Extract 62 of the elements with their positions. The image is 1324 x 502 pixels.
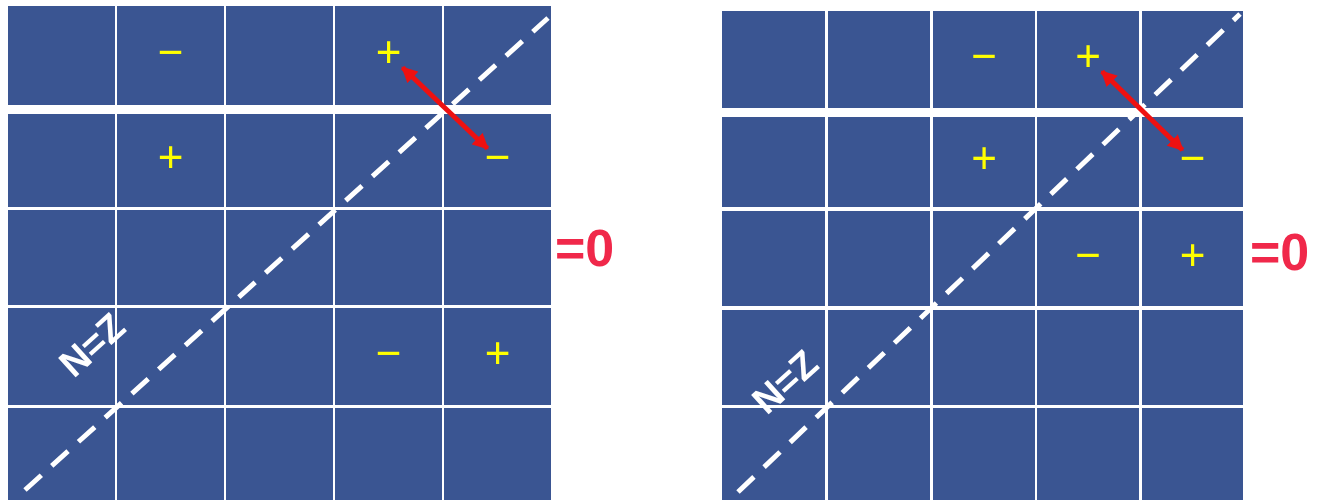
equals-zero-label: =0 — [1250, 226, 1310, 278]
grid-cell — [444, 408, 551, 500]
grid-cell — [8, 210, 115, 305]
grid-cell — [117, 210, 224, 305]
equals-zero-label: =0 — [555, 222, 615, 274]
sign-symbol: + — [157, 134, 184, 179]
grid-cell — [8, 114, 115, 207]
grid-cell — [828, 11, 930, 108]
grid-cell — [335, 210, 442, 305]
grid-cell — [1037, 117, 1139, 207]
sign-symbol: + — [1075, 33, 1101, 78]
grid-cell — [335, 308, 442, 405]
sign-symbol: − — [157, 29, 184, 74]
grid-cell — [933, 11, 1035, 108]
double-arrow — [400, 65, 490, 151]
sign-symbol: + — [375, 29, 402, 74]
sign-symbol: − — [1179, 136, 1206, 180]
grid-cell — [1142, 408, 1243, 500]
sign-symbol: − — [1075, 232, 1101, 277]
grid-cell — [722, 211, 825, 306]
grid-cell — [226, 308, 333, 405]
grid-cell — [117, 6, 224, 105]
sign-symbol: − — [375, 330, 402, 375]
sign-symbol: + — [484, 330, 511, 375]
double-arrow — [1100, 69, 1185, 152]
grid-cell — [933, 408, 1035, 500]
sign-symbol: + — [1179, 232, 1206, 277]
sign-symbol: − — [971, 33, 997, 78]
sign-symbol: − — [484, 134, 511, 179]
grid-cell — [335, 408, 442, 500]
grid-cell — [444, 210, 551, 305]
grid-cell — [933, 310, 1035, 405]
grid-cell — [1142, 211, 1243, 306]
sign-symbol: + — [971, 136, 997, 180]
grid-cell — [1037, 211, 1139, 306]
grid-cell — [722, 11, 825, 108]
grid-cell — [226, 210, 333, 305]
grid-cell — [933, 117, 1035, 207]
grid-cell — [1142, 117, 1243, 207]
grid-cell — [1037, 11, 1139, 108]
grid-cell — [226, 408, 333, 500]
grid-cell — [8, 408, 115, 500]
grid-cell — [117, 114, 224, 207]
grid-cell — [828, 211, 930, 306]
grid-cell — [335, 114, 442, 207]
grid-cell — [722, 117, 825, 207]
grid-cell — [933, 211, 1035, 306]
grid-cell — [1037, 310, 1139, 405]
grid-cell — [444, 308, 551, 405]
grid-cell — [226, 6, 333, 105]
grid-cell — [828, 310, 930, 405]
grid-cell — [226, 114, 333, 207]
grid-cell — [444, 6, 551, 105]
grid-cell — [828, 408, 930, 500]
grid-cell — [444, 114, 551, 207]
grid-cell — [8, 6, 115, 105]
grid-cell — [117, 408, 224, 500]
grid-cell — [335, 6, 442, 105]
grid-cell — [1142, 310, 1243, 405]
grid-cell — [1142, 11, 1243, 108]
grid-cell — [1037, 408, 1139, 500]
grid-cell — [828, 117, 930, 207]
